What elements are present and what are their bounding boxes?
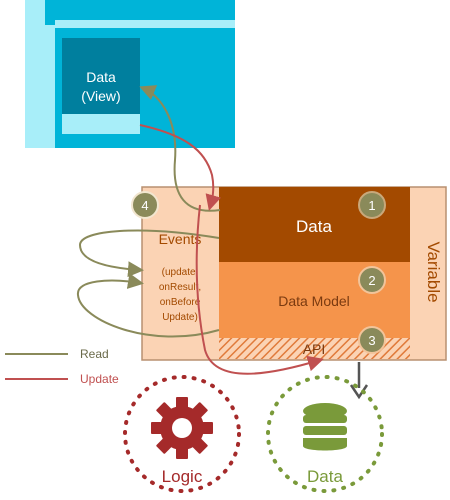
view-panel: Data (View) — [25, 0, 235, 148]
variable-box: Data Data Model API Variable Events (upd… — [141, 186, 447, 361]
database-icon — [303, 403, 347, 451]
svg-text:4: 4 — [141, 198, 148, 213]
variable-label: Variable — [424, 241, 443, 302]
logic-label: Logic — [162, 467, 203, 486]
data-label: Data — [296, 217, 332, 236]
view-data-block — [62, 38, 140, 114]
api-to-data-arrow — [349, 362, 369, 400]
view-label-line2: (View) — [81, 88, 120, 104]
svg-text:3: 3 — [368, 333, 375, 348]
badge-2: 2 — [358, 266, 386, 294]
badge-1: 1 — [358, 191, 386, 219]
data-label-bottom: Data — [307, 467, 343, 486]
read-arrows — [77, 85, 221, 338]
view-input-strip — [62, 114, 140, 134]
svg-text:1: 1 — [368, 198, 375, 213]
events-list-3: onBefore — [160, 297, 201, 308]
view-label-line1: Data — [86, 69, 116, 85]
data-node: Data — [266, 375, 384, 493]
events-list-2: onResult, — [159, 282, 201, 293]
update-arrows — [139, 124, 324, 375]
logic-node: Logic — [123, 375, 241, 493]
legend-update-label: Update — [80, 372, 119, 386]
events-list-4: Update) — [162, 312, 198, 323]
legend-read-label: Read — [80, 347, 109, 361]
data-model-label: Data Model — [278, 293, 350, 309]
svg-text:2: 2 — [368, 273, 375, 288]
legend: Read Update — [5, 347, 119, 386]
gear-icon — [151, 397, 213, 459]
api-label: API — [303, 341, 326, 357]
events-label: Events — [159, 231, 202, 247]
badge-4: 4 — [131, 191, 159, 219]
events-list-1: (update, — [162, 267, 199, 278]
badge-3: 3 — [358, 326, 386, 354]
